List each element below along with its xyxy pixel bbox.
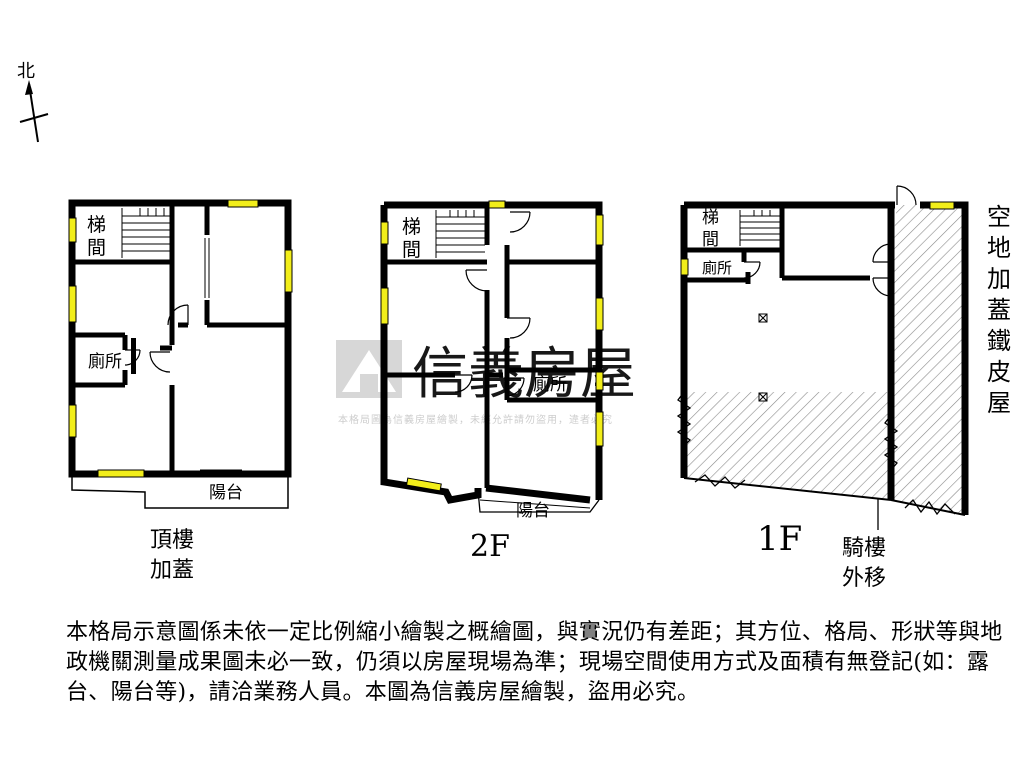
second-caption: 2F	[470, 529, 510, 564]
arcade-note-2: 外移	[842, 566, 886, 591]
first-hatched-arcade	[684, 392, 891, 500]
roof-caption-2: 加蓋	[150, 558, 194, 583]
brand-logo-icon	[336, 340, 402, 398]
first-fixture-icons	[758, 313, 768, 402]
roof-stair-icon	[121, 208, 170, 258]
first-stair-label-1: 梯	[702, 208, 719, 228]
side-note-char: 蓋	[987, 296, 1011, 324]
disclaimer-text: 本格局示意圖係未依一定比例縮小繪製之概繪圖，與實況仍有差距；其方位、格局、形狀等…	[66, 620, 1003, 705]
second-stair-label-1: 梯	[402, 216, 421, 238]
north-label: 北	[17, 61, 35, 82]
first-stair-icon	[739, 210, 780, 246]
first-toilet-label: 廁所	[702, 259, 732, 277]
roof-stair-label-2: 間	[87, 237, 106, 259]
roof-interior-walls	[72, 203, 288, 474]
second-interior-walls	[384, 205, 599, 488]
first-stair-label-2: 間	[702, 230, 719, 250]
first-door-icons	[743, 185, 917, 297]
first-hatched-shed	[891, 205, 965, 515]
second-balcony-label: 陽台	[516, 501, 550, 521]
side-note-char: 地	[987, 234, 1011, 262]
side-note-char: 空	[987, 203, 1011, 231]
roof-window-icons	[68, 199, 293, 478]
north-arrow: 北	[17, 61, 49, 143]
first-caption: 1F	[757, 519, 802, 559]
side-note-char: 加	[987, 265, 1011, 293]
roof-balcony-outline	[71, 474, 289, 509]
arcade-note-1: 騎樓	[842, 536, 886, 561]
watermark-notice: 本格局圖為信義房屋繪製，未經允許請勿盜用，違者必究	[338, 413, 613, 426]
roof-balcony-label: 陽台	[209, 483, 243, 503]
roof-caption-1: 頂樓	[150, 528, 194, 553]
first-interior-walls	[684, 205, 870, 284]
second-window-icons	[380, 200, 604, 492]
side-note-char: 皮	[987, 358, 1011, 386]
second-toilet-label: 廁所	[533, 374, 567, 395]
roof-outer-wall	[68, 199, 292, 478]
side-note-char: 鐵	[987, 327, 1011, 355]
second-floor-plan: 梯 間 廁所 陽台 2F	[380, 200, 604, 564]
first-window-icons	[680, 201, 955, 276]
second-door-icons	[454, 211, 531, 397]
roof-stair-label-1: 梯	[87, 214, 106, 236]
roof-toilet-label: 廁所	[88, 351, 122, 372]
first-break-lines	[676, 391, 956, 516]
side-note-char: 屋	[987, 389, 1011, 417]
second-stair-label-2: 間	[402, 239, 421, 261]
roof-floor-plan: 梯 間 廁所 陽台 頂樓 加蓋	[68, 199, 293, 583]
second-stair-icon	[435, 210, 485, 258]
